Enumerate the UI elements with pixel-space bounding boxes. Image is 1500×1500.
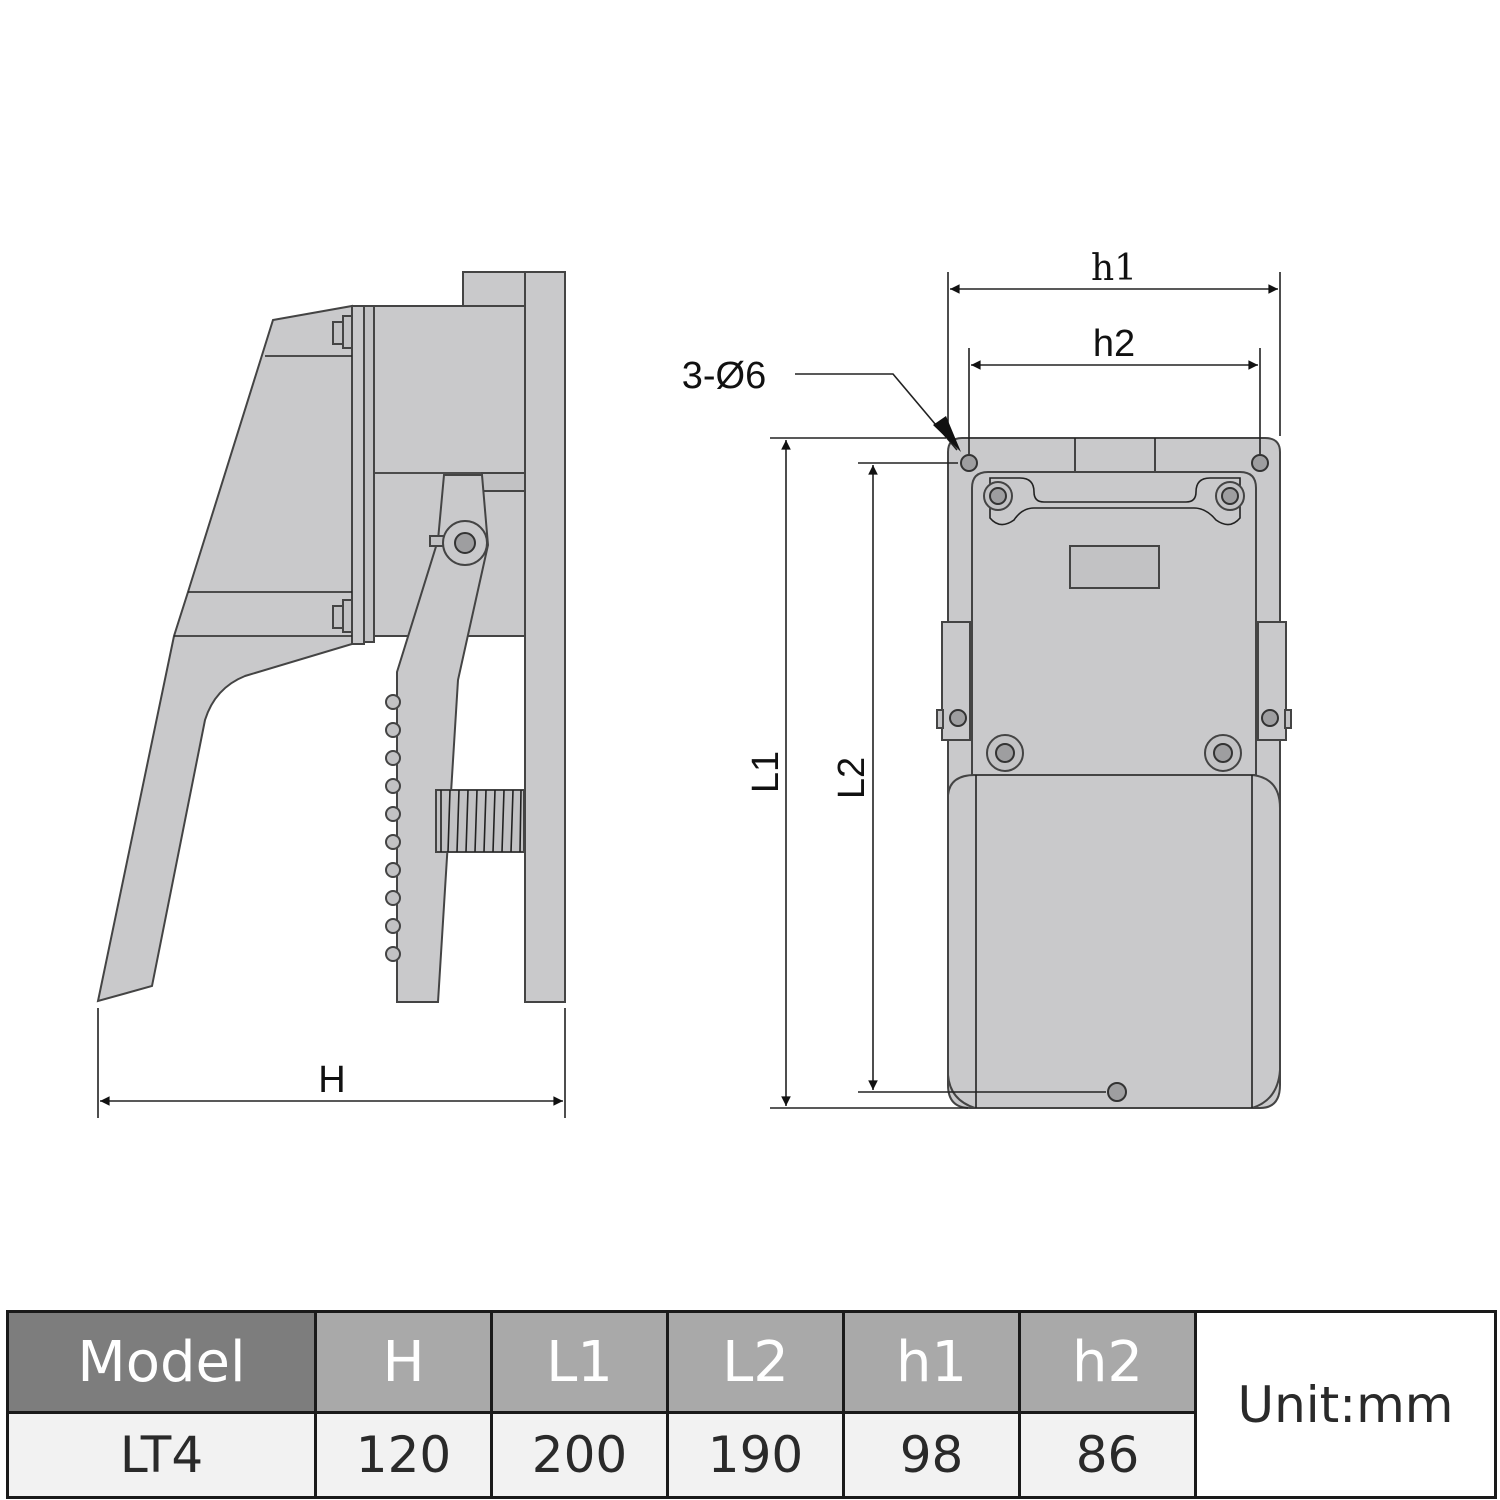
pedal-cover bbox=[947, 774, 1281, 1109]
cell-h2: 86 bbox=[1018, 1411, 1197, 1499]
table-header-row: Model H L1 L2 h1 h2 Unit:mm bbox=[6, 1310, 1497, 1499]
ratchet-teeth bbox=[385, 694, 401, 962]
dim-label-l2: L2 bbox=[831, 757, 873, 799]
header-l1: L1 bbox=[490, 1310, 669, 1414]
header-model: Model bbox=[6, 1310, 317, 1414]
mounting-holes bbox=[960, 454, 1269, 1102]
unit-cell: Unit:mm bbox=[1194, 1310, 1497, 1499]
front-view bbox=[770, 272, 1292, 1109]
cell-h1: 98 bbox=[842, 1411, 1021, 1499]
side-view bbox=[96, 271, 566, 1118]
dim-label-l1: L1 bbox=[745, 751, 787, 793]
spec-table: Model H L1 L2 h1 h2 Unit:mm LT4 120 200 … bbox=[6, 1310, 1497, 1499]
top-block bbox=[462, 271, 526, 307]
cell-l2: 190 bbox=[666, 1411, 845, 1499]
table-row: LT4 120 200 190 98 86 bbox=[6, 1411, 1496, 1499]
technical-drawing: H h1 h2 3-Ø6 L1 L2 bbox=[96, 248, 1292, 1118]
dim-label-holes: 3-Ø6 bbox=[682, 355, 766, 397]
lever-arm bbox=[396, 474, 490, 1003]
header-h1: h1 bbox=[842, 1310, 1021, 1414]
cell-l1: 200 bbox=[490, 1411, 669, 1499]
dim-label-h: H bbox=[318, 1059, 345, 1101]
label-window bbox=[1069, 545, 1160, 589]
cell-h: 120 bbox=[314, 1411, 493, 1499]
switch-housing bbox=[971, 471, 1257, 776]
header-h: H bbox=[314, 1310, 493, 1414]
spring bbox=[435, 789, 525, 853]
dim-label-h2: h2 bbox=[1093, 323, 1135, 365]
pedal bbox=[96, 304, 353, 1003]
back-plate bbox=[524, 271, 566, 1003]
dim-label-h1: h1 bbox=[1091, 248, 1137, 289]
header-l2: L2 bbox=[666, 1310, 845, 1414]
header-h2: h2 bbox=[1018, 1310, 1197, 1414]
cell-model: LT4 bbox=[6, 1411, 317, 1499]
